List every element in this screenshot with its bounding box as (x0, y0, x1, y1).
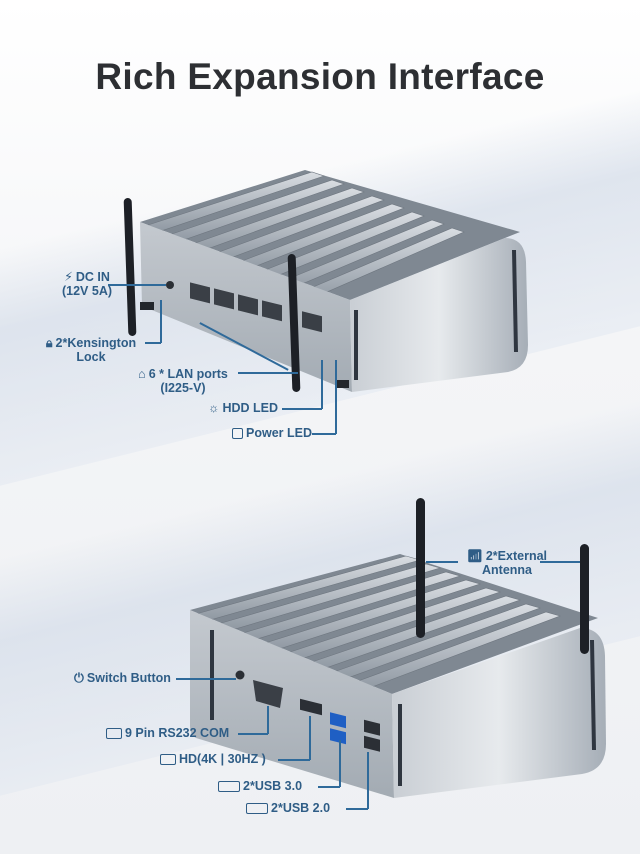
lan-ports-spec: (I225-V) (160, 381, 206, 395)
bottom-device (190, 498, 606, 798)
dc-in-label: ⚡DC IN (12V 5A) (32, 270, 142, 298)
power-led-leader-h (312, 433, 336, 435)
hdmi-text: HD(4K | 30HZ ) (179, 752, 266, 766)
lock-icon: 🔒︎ (45, 336, 53, 350)
kensington-label: 🔒︎2*Kensington Lock (36, 336, 146, 364)
kensington-leader (145, 342, 161, 344)
hdd-led-leader-v (321, 360, 323, 409)
usb2-leader-h (346, 808, 368, 810)
wifi-icon: 📶︎ (466, 549, 483, 563)
antenna-leader-left (426, 561, 458, 563)
hdmi-label: HD(4K | 30HZ ) (160, 752, 266, 766)
usb3-label: 2*USB 3.0 (218, 779, 302, 793)
antenna-leader-right (540, 561, 580, 563)
page-title: Rich Expansion Interface (95, 56, 545, 97)
com-leader-h (238, 733, 268, 735)
com-text: 9 Pin RS232 COM (125, 726, 230, 740)
switch-leader (176, 678, 236, 680)
antenna-label: 📶︎2*External Antenna (452, 549, 562, 577)
kensington-subtext: Lock (76, 350, 106, 364)
network-port-icon: ⌂ (138, 367, 146, 381)
usb3-leader-h (318, 786, 340, 788)
usb2-label: 2*USB 2.0 (246, 801, 330, 815)
hdd-led-leader-h (282, 408, 322, 410)
com-leader-v (267, 706, 269, 734)
hdmi-leader-v (309, 716, 311, 760)
lan-ports-label: ⌂6 * LAN ports (I225-V) (128, 367, 238, 395)
hdd-led-text: HDD LED (222, 401, 279, 415)
power-led-leader-v (335, 360, 337, 434)
lan-ports-text: 6 * LAN ports (148, 367, 228, 381)
usb3-text: 2*USB 3.0 (243, 779, 303, 793)
switch-button-text: Switch Button (86, 671, 171, 685)
dc-in-leader (108, 284, 166, 286)
switch-button-label: ⏻Switch Button (74, 671, 171, 685)
hdmi-leader-h (278, 759, 310, 761)
usb2-leader-v (367, 752, 369, 809)
serial-port-icon (106, 728, 122, 739)
dc-in-spec: (12V 5A) (61, 284, 113, 298)
antenna-text: 2*External (485, 549, 548, 563)
power-led-label: Power LED (232, 426, 312, 440)
kensington-leader-v (160, 300, 162, 343)
usb2-text: 2*USB 2.0 (271, 801, 331, 815)
power-led-text: Power LED (246, 426, 312, 440)
com-label: 9 Pin RS232 COM (106, 726, 229, 740)
power-plug-icon: ⚡ (64, 270, 73, 284)
power-icon: ⏻ (74, 671, 84, 685)
mouse-keyboard-icon (218, 781, 240, 792)
mouse-keyboard-icon (246, 803, 268, 814)
hdd-led-label: ☼HDD LED (208, 401, 278, 415)
kensington-text: 2*Kensington (55, 336, 137, 350)
top-device (123, 170, 528, 392)
lan-leader-h (238, 372, 298, 374)
usb3-leader-v (339, 740, 341, 787)
antenna-subtext: Antenna (482, 563, 532, 577)
monitor-icon (160, 754, 176, 765)
dc-in-text: DC IN (75, 270, 110, 284)
light-bulb-icon: ☼ (208, 401, 220, 415)
led-icon (232, 428, 243, 439)
